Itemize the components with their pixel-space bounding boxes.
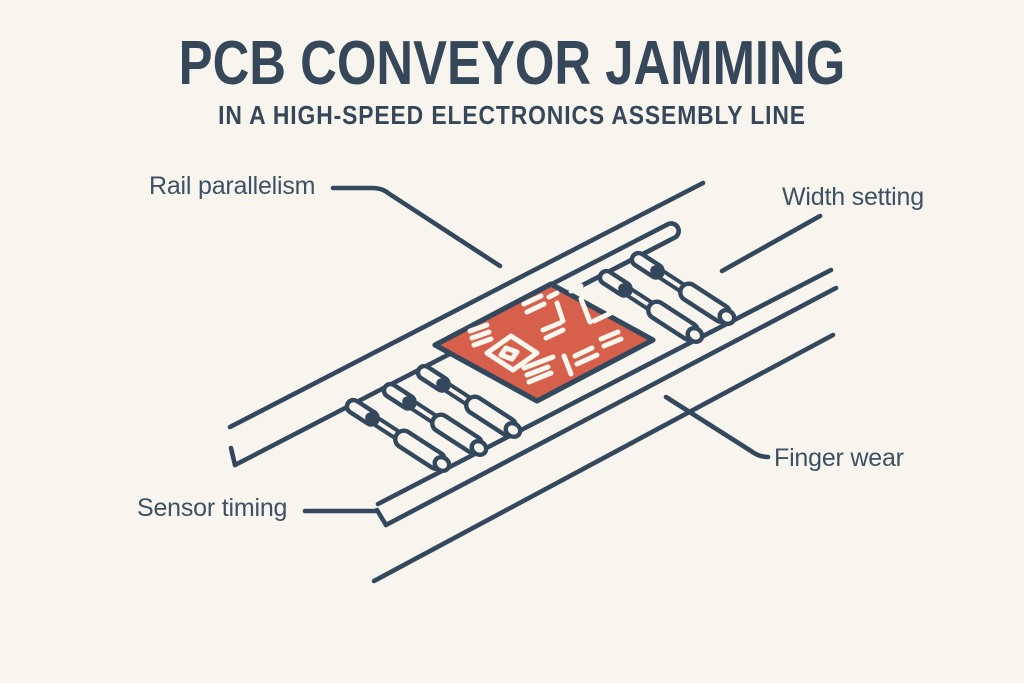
leader-finger-wear <box>663 394 771 460</box>
top-rail <box>227 180 706 468</box>
leader-rail-parallelism <box>330 185 503 269</box>
bottom-rail-lower-edge <box>383 285 839 528</box>
label-sensor-timing: Sensor timing <box>137 494 288 522</box>
bottom-rail-end-face <box>374 507 389 528</box>
leader-width-setting <box>719 213 823 274</box>
leader-lines <box>302 185 823 514</box>
frame-front-edge <box>371 332 836 584</box>
pcb-board <box>432 281 656 404</box>
label-width-setting: Width setting <box>782 183 924 211</box>
page-title: PCB CONVEYOR JAMMING <box>178 29 846 98</box>
header: PCB CONVEYOR JAMMING IN A HIGH-SPEED ELE… <box>0 33 1024 131</box>
pcb-chip <box>484 333 540 373</box>
bottom-rail <box>374 267 839 528</box>
label-finger-wear: Finger wear <box>774 444 904 472</box>
pcb-chip-core <box>498 345 520 362</box>
bottom-rail-top-edge <box>375 267 834 507</box>
pcb-traces <box>467 283 624 385</box>
finger-left-1 <box>343 396 452 475</box>
pcb-outline <box>432 281 656 404</box>
page-subtitle: IN A HIGH-SPEED ELECTRONICS ASSEMBLY LIN… <box>218 100 806 130</box>
label-rail-parallelism: Rail parallelism <box>149 172 316 200</box>
top-rail-outer-edge <box>227 180 706 430</box>
top-rail-end-flange <box>228 445 238 468</box>
